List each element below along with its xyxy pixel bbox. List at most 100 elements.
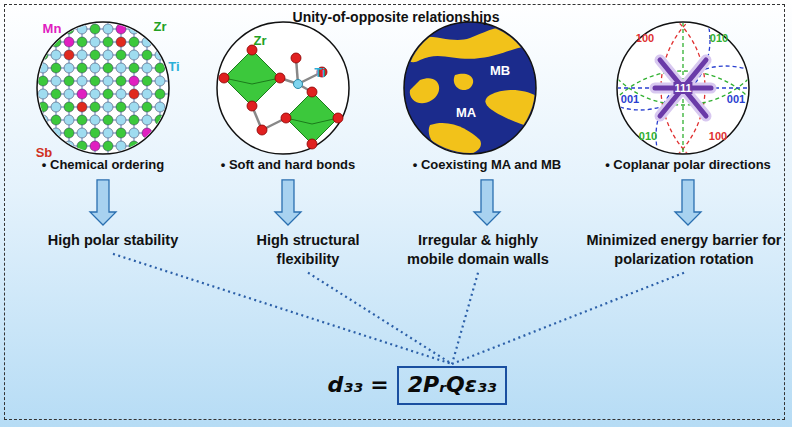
dotted-connector (452, 273, 478, 364)
lattice-atom (77, 102, 87, 112)
zr-octahedron (286, 92, 338, 144)
result-label: Minimized energy barrier for polarizatio… (584, 231, 784, 269)
block-arrow (474, 180, 500, 225)
lattice-atom (38, 115, 48, 125)
lattice-atom (129, 115, 139, 125)
lattice-atom (168, 154, 178, 164)
direction-label: 100 (709, 130, 727, 142)
lattice-atom (142, 128, 152, 138)
direction-label: 111 (673, 82, 692, 94)
lattice-line (30, 16, 180, 17)
lattice-atom (25, 50, 35, 60)
zr-octahedron (224, 50, 280, 106)
lattice-atom (77, 63, 87, 73)
lattice-atom (51, 141, 61, 151)
lattice-atom (116, 63, 126, 73)
lattice-atom (90, 63, 100, 73)
feature-text: • Soft and hard bonds (221, 157, 356, 174)
lattice-atom (77, 76, 87, 86)
lattice-atom (155, 63, 165, 73)
lattice-atom (64, 37, 74, 47)
lattice-atom (25, 37, 35, 47)
result-text: High polar stability (48, 231, 179, 250)
dotted-connector (452, 273, 684, 364)
block-arrow (90, 180, 116, 225)
feature-label: • Coexisting MA and MB (413, 157, 562, 174)
formula-box: d₃₃ =2PᵣQε₃₃ (397, 366, 508, 405)
lattice-atom (25, 24, 35, 34)
lattice-atom (64, 50, 74, 60)
lattice-atom (64, 89, 74, 99)
lattice-atom (38, 11, 48, 21)
lattice-atom (116, 37, 126, 47)
lattice-atom (116, 11, 126, 21)
lattice-atom (38, 37, 48, 47)
lattice-atom (116, 128, 126, 138)
lattice-atom (25, 128, 35, 138)
block-arrow (675, 180, 701, 225)
direction-label: 010 (710, 32, 728, 44)
lattice-atom (155, 76, 165, 86)
lattice-atom (38, 50, 48, 60)
lattice-atom (51, 11, 61, 21)
lattice-atom (64, 115, 74, 125)
lattice-atom (168, 37, 178, 47)
lattice-atom (38, 128, 48, 138)
lattice-atom (77, 50, 87, 60)
lattice-atom (168, 89, 178, 99)
block-arrow (275, 180, 301, 225)
lattice-atom (64, 102, 74, 112)
lattice-atom (103, 50, 113, 60)
lattice-atom (103, 11, 113, 21)
lattice-atom (77, 37, 87, 47)
element-label: Mn (43, 21, 62, 36)
lattice-atom (77, 24, 87, 34)
lattice-atom (103, 141, 113, 151)
lattice-atom (77, 128, 87, 138)
lattice-atom (90, 128, 100, 138)
lattice-atom (77, 115, 87, 125)
feature-text: • Coplanar polar directions (605, 157, 771, 174)
lattice-atom (142, 141, 152, 151)
direction-label: 001 (621, 93, 639, 105)
lattice-atom (90, 37, 100, 47)
bond-circle (217, 22, 349, 154)
lattice-atom (25, 89, 35, 99)
lattice-atom (64, 128, 74, 138)
lattice-atom (116, 50, 126, 60)
lattice-atom (90, 76, 100, 86)
feature-label: • Coplanar polar directions (605, 157, 771, 174)
element-label: Zr (254, 33, 267, 48)
lattice-atom (51, 102, 61, 112)
lattice-atom (116, 76, 126, 86)
lattice-atom (142, 115, 152, 125)
dotted-connector (308, 273, 452, 364)
result-label: High polar stability (48, 231, 179, 250)
lattice-atom (142, 37, 152, 47)
lattice-atom (129, 63, 139, 73)
lattice-atom (129, 141, 139, 151)
polar-star (655, 60, 711, 116)
lattice-atom (142, 63, 152, 73)
lattice-atom (77, 11, 87, 21)
formula-rhs: 2PᵣQε₃₃ (408, 371, 497, 400)
lattice-atom (51, 37, 61, 47)
lattice-atom (142, 11, 152, 21)
lattice-atom (116, 115, 126, 125)
lattice-atom (38, 89, 48, 99)
lattice-atom (103, 24, 113, 34)
lattice-atom (38, 76, 48, 86)
lattice-atom (51, 63, 61, 73)
lattice-atom (155, 50, 165, 60)
element-label: Ti (314, 65, 325, 80)
result-text: Irregular & highly mobile domain walls (393, 231, 563, 269)
lattice-atom (168, 24, 178, 34)
ti-bonds (252, 58, 322, 130)
element-label: MA (456, 105, 476, 120)
lattice-atom (168, 115, 178, 125)
lattice-atom (64, 11, 74, 21)
element-label: MB (490, 63, 510, 78)
lattice-atom (129, 76, 139, 86)
element-label: Ti (168, 59, 179, 74)
lattice-atom (116, 141, 126, 151)
